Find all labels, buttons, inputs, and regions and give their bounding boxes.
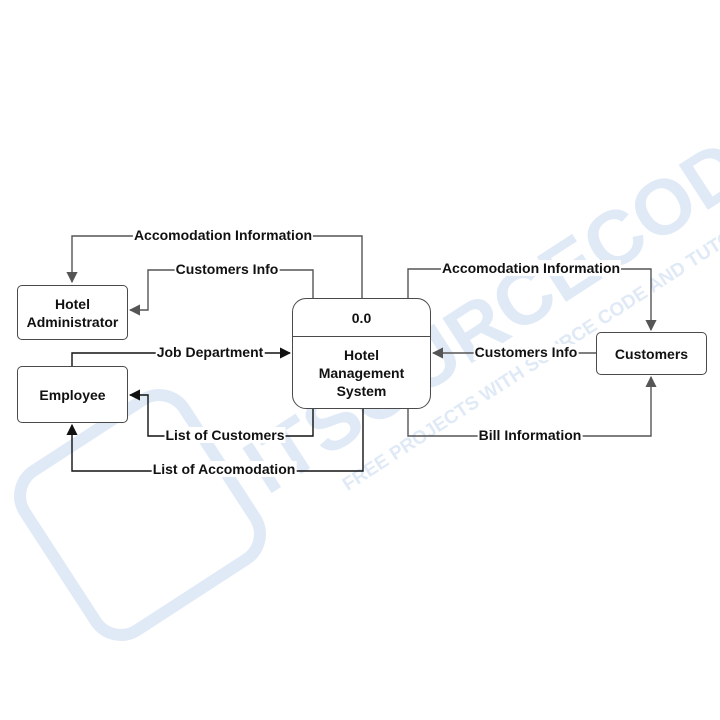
flow-label-accomodation-info-customers: Accomodation Information — [440, 260, 622, 276]
flow-line-list-of-customers — [128, 389, 314, 437]
flow-label-job-department: Job Department — [155, 344, 265, 360]
process-name: Hotel Management System — [318, 346, 405, 399]
flow-line-accomodation-info-customers — [407, 268, 657, 332]
flow-label-customers-info-in: Customers Info — [473, 344, 579, 360]
flow-line-customers-info-admin — [128, 269, 314, 316]
entity-customers: Customers — [596, 332, 707, 375]
flow-label-customers-info-admin: Customers Info — [174, 261, 280, 277]
process-id: 0.0 — [293, 299, 430, 337]
entity-employee: Employee — [17, 366, 128, 423]
flow-label-bill-information: Bill Information — [477, 427, 583, 443]
flow-label-list-of-accomodation: List of Accomodation — [151, 461, 297, 477]
flow-label-accomodation-info-admin: Accomodation Information — [132, 227, 314, 243]
entity-hotel-administrator: Hotel Administrator — [17, 285, 128, 340]
flow-label-list-of-customers: List of Customers — [164, 427, 286, 443]
process-hotel-management-system: 0.0 Hotel Management System — [292, 298, 431, 409]
